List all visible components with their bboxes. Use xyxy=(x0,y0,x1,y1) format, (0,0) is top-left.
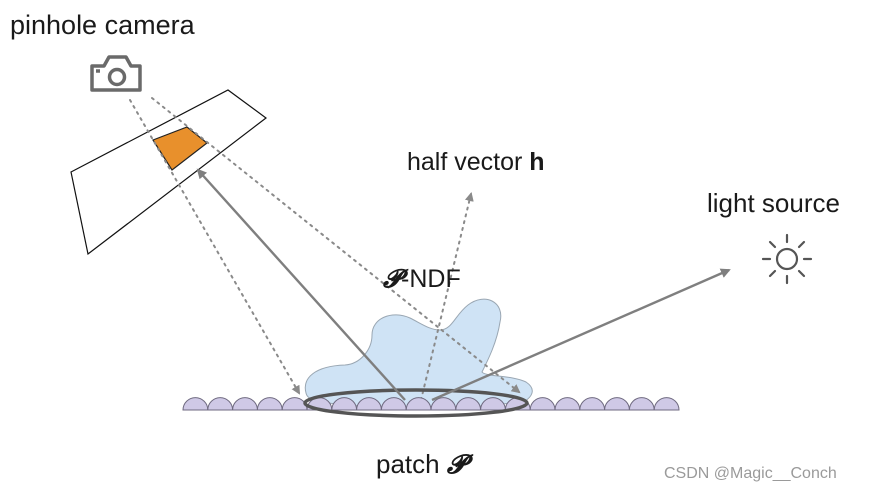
patch-symbol: 𝓟 xyxy=(446,450,466,480)
light-source-label: light source xyxy=(707,188,840,218)
patch-text: patch xyxy=(376,449,447,479)
view-ray xyxy=(196,168,406,401)
microfacet-bump xyxy=(182,397,209,411)
camera-ray-right xyxy=(151,97,521,394)
light-ray xyxy=(431,268,731,402)
half-vector-line xyxy=(420,192,474,401)
watermark: CSDN @Magic__Conch xyxy=(664,465,837,482)
microfacet-bump xyxy=(554,397,581,411)
half-vector-text: half vector xyxy=(407,148,530,176)
ndf-label: 𝓟-NDF xyxy=(383,266,461,292)
patch-ellipse xyxy=(303,388,529,418)
ndf-text: -NDF xyxy=(401,265,461,293)
half-vector-symbol: h xyxy=(529,148,545,176)
ndf-symbol: 𝓟 xyxy=(383,264,402,293)
microfacet-bump xyxy=(579,397,606,411)
microfacet-bump xyxy=(256,397,283,411)
microfacet-bump xyxy=(207,397,234,411)
microfacet-bump xyxy=(628,397,655,411)
image-plane xyxy=(70,89,267,256)
microfacet-bump xyxy=(232,397,258,411)
sun-icon xyxy=(761,233,813,285)
microfacet-bump xyxy=(529,397,556,411)
patch-label: patch 𝓟 xyxy=(376,451,466,478)
camera-ray-left xyxy=(129,99,300,395)
microfacet-bump xyxy=(281,397,308,411)
microfacet-surface xyxy=(182,397,680,411)
half-vector-label: half vector h xyxy=(407,150,545,175)
microfacet-bump xyxy=(653,397,680,411)
camera-label: pinhole camera xyxy=(10,10,195,40)
camera-icon xyxy=(90,55,142,92)
microfacet-bump xyxy=(604,397,630,411)
